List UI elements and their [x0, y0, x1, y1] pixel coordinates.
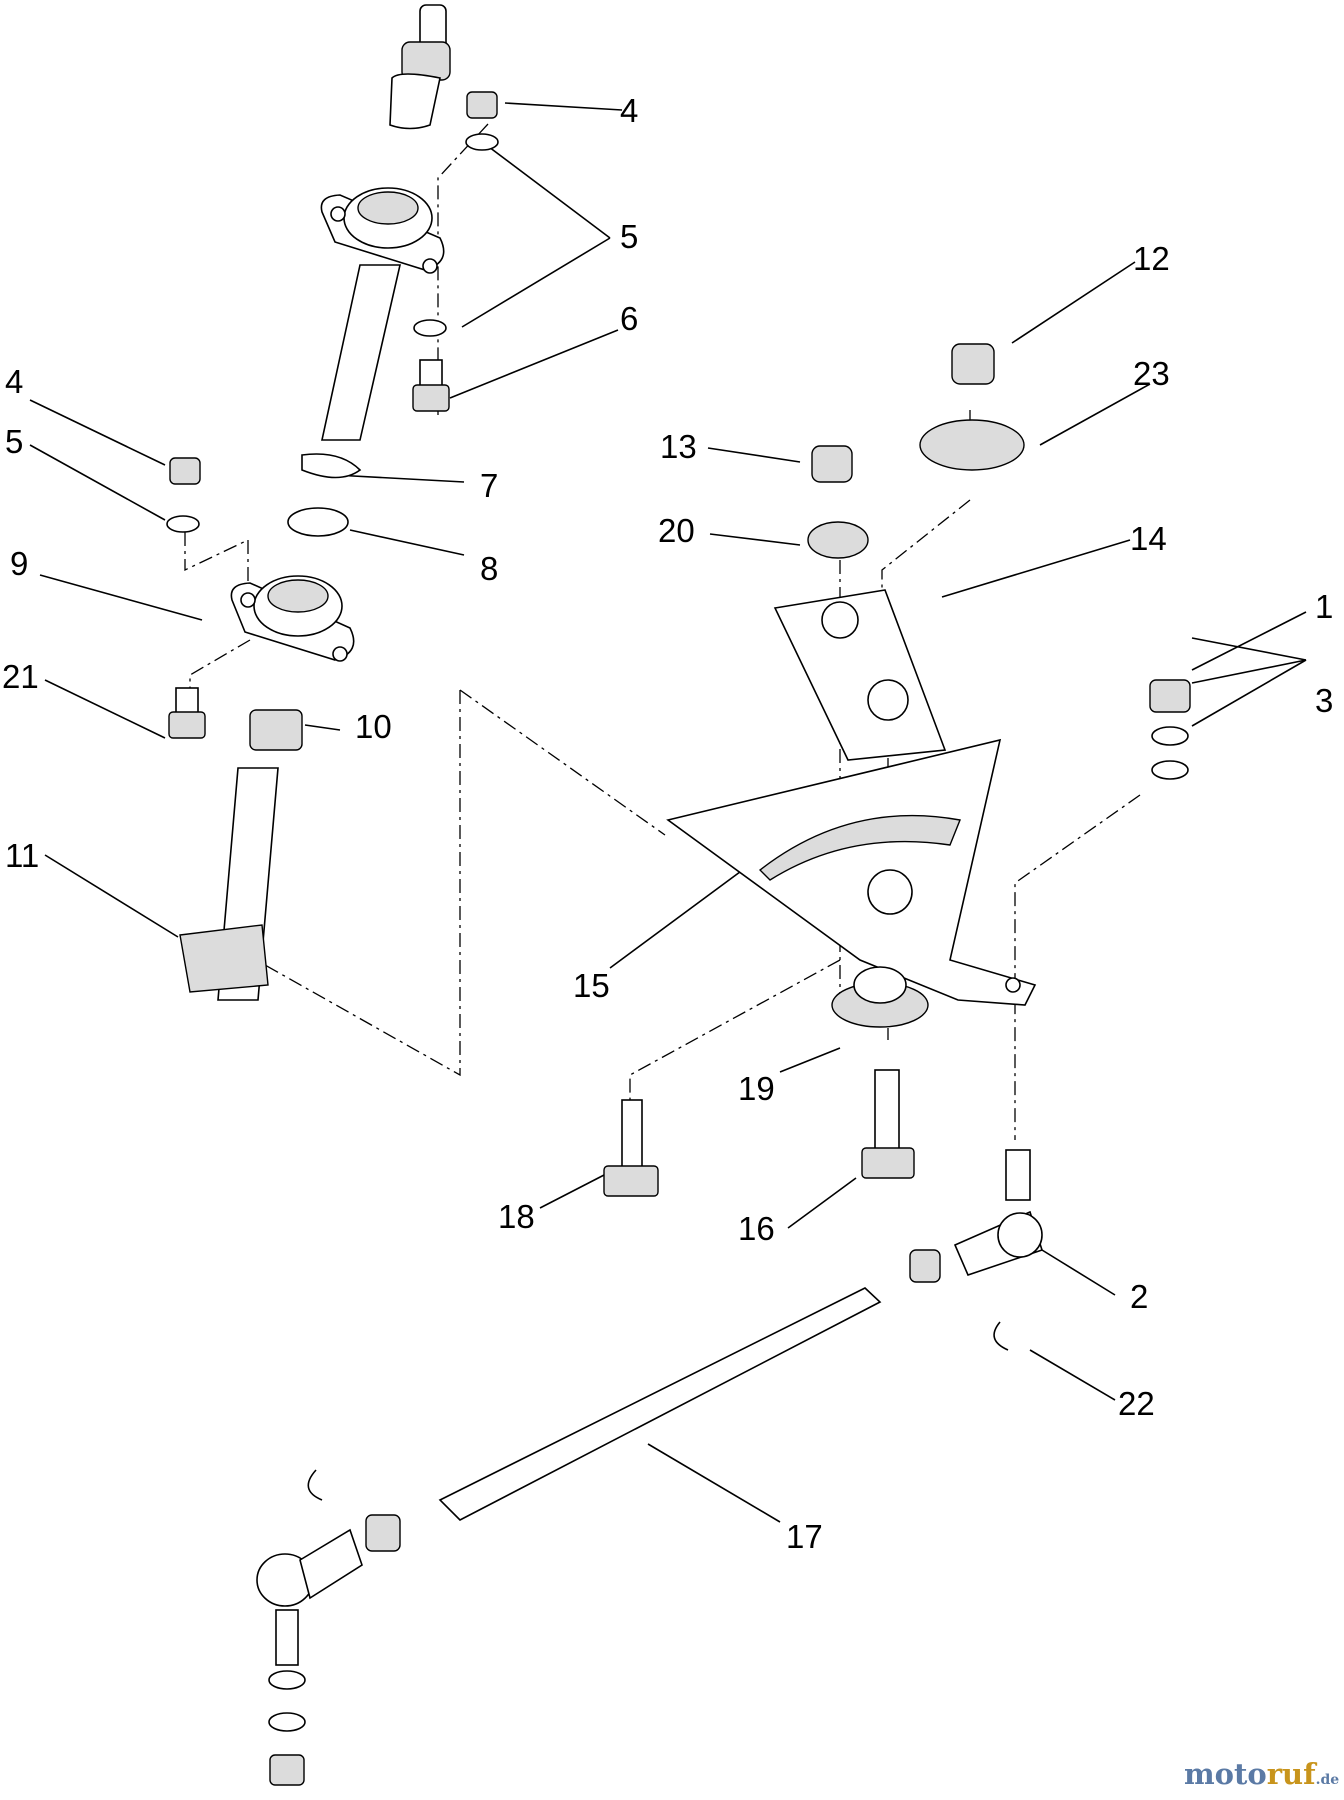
callout-14: 14: [1130, 520, 1167, 557]
callout-18: 18: [498, 1198, 535, 1235]
bushing-and-bolts: [603, 966, 929, 1197]
callout-15: 15: [573, 967, 610, 1004]
callout-8: 8: [480, 550, 498, 587]
callout-17: 17: [786, 1518, 823, 1555]
callout-3: 3: [1315, 682, 1333, 719]
callout-16: 16: [738, 1210, 775, 1247]
hardware: [166, 91, 1191, 780]
lower-flange-bearing: [230, 575, 355, 662]
pinion-gear: [179, 767, 279, 1001]
callout-23: 23: [1133, 355, 1170, 392]
callout-19: 19: [738, 1070, 775, 1107]
callout-11: 11: [5, 837, 39, 874]
callout-12: 12: [1133, 240, 1170, 277]
watermark-logo: motoruf.de: [1184, 1757, 1339, 1791]
callout-1: 1: [1315, 588, 1333, 625]
upper-steering-shaft: [321, 4, 451, 441]
upper-flange-bearing: [320, 187, 445, 274]
callout-7: 7: [480, 467, 498, 504]
steering-plate: [773, 589, 947, 761]
callout-9: 9: [10, 545, 28, 582]
callout-10: 10: [355, 708, 392, 745]
callout-5-left: 5: [5, 423, 23, 460]
callout-5-top: 5: [620, 218, 638, 255]
tie-rod-assembly: [256, 1149, 1043, 1786]
callout-4-left: 4: [5, 363, 23, 400]
watermark-text: motoruf.de: [1184, 1757, 1339, 1791]
callout-20: 20: [658, 512, 695, 549]
callout-2: 2: [1130, 1278, 1148, 1315]
leader-lines: [29, 102, 1307, 1523]
callout-13: 13: [660, 428, 697, 465]
callout-22: 22: [1118, 1385, 1155, 1422]
sector-gear: [666, 738, 1037, 1006]
callout-labels: 4 5 6 7 8 4 5 9 21 10 11 12 23 13 20 14 …: [2, 92, 1333, 1555]
callout-6: 6: [620, 300, 638, 337]
callout-21: 21: [2, 658, 39, 695]
callout-4-top: 4: [620, 92, 638, 129]
